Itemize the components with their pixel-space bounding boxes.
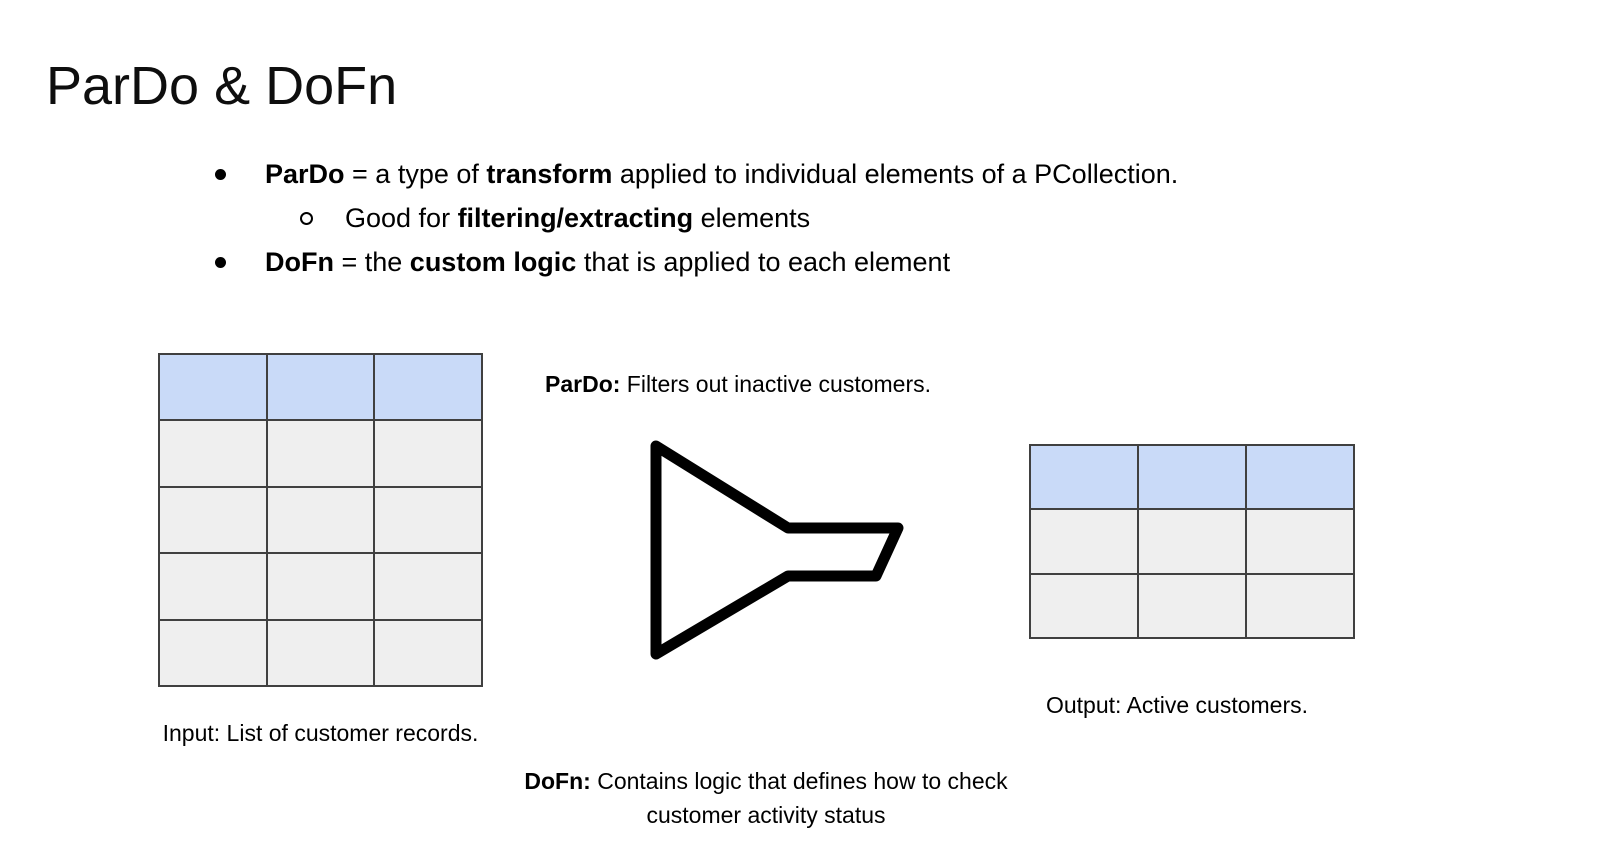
bullet-list: ParDo = a type of transform applied to i… bbox=[200, 152, 1440, 284]
table-cell bbox=[1137, 572, 1247, 640]
bullet-item: DoFn = the custom logic that is applied … bbox=[200, 240, 1440, 284]
pardo-label: ParDo: Filters out inactive customers. bbox=[545, 371, 932, 397]
dofn-label: DoFn: Contains logic that defines how to… bbox=[524, 768, 1008, 828]
bullet-dot-icon bbox=[215, 168, 226, 180]
table-cell bbox=[158, 485, 268, 555]
bullet-text: ParDo = a type of transform applied to i… bbox=[265, 159, 1179, 189]
table-cell bbox=[1137, 508, 1247, 575]
table-header-cell bbox=[1245, 443, 1355, 511]
table-header-cell bbox=[1137, 443, 1247, 511]
slide-title: ParDo & DoFn bbox=[46, 56, 398, 116]
bullet-subitem: Good for filtering/extracting elements bbox=[200, 196, 1440, 240]
table-cell bbox=[1029, 508, 1139, 575]
table-cell bbox=[158, 552, 268, 621]
table-cell bbox=[265, 618, 376, 688]
table-cell bbox=[158, 618, 268, 688]
table-cell bbox=[265, 485, 376, 555]
funnel-icon bbox=[650, 440, 904, 660]
table-cell bbox=[1245, 508, 1355, 575]
bullet-circle-icon bbox=[300, 211, 313, 225]
table-header-cell bbox=[373, 352, 483, 422]
table-header-cell bbox=[265, 352, 376, 422]
output-table bbox=[1029, 443, 1355, 640]
table-cell bbox=[373, 485, 483, 555]
table-cell bbox=[1029, 572, 1139, 640]
funnel-path bbox=[650, 440, 904, 660]
input-table bbox=[158, 352, 483, 688]
table-cell bbox=[1245, 572, 1355, 640]
table-cell bbox=[265, 419, 376, 488]
bullet-text: DoFn = the custom logic that is applied … bbox=[265, 247, 951, 277]
table-cell bbox=[265, 552, 376, 621]
table-cell bbox=[373, 618, 483, 688]
output-caption: Output: Active customers. bbox=[1045, 692, 1309, 718]
table-cell bbox=[373, 419, 483, 488]
input-caption: Input: List of customer records. bbox=[162, 720, 479, 746]
table-header-cell bbox=[1029, 443, 1139, 511]
bullet-dot-icon bbox=[215, 256, 226, 268]
bullet-text: Good for filtering/extracting elements bbox=[345, 203, 811, 233]
table-header-cell bbox=[158, 352, 268, 422]
table-cell bbox=[158, 419, 268, 488]
bullet-item: ParDo = a type of transform applied to i… bbox=[200, 152, 1440, 196]
table-cell bbox=[373, 552, 483, 621]
